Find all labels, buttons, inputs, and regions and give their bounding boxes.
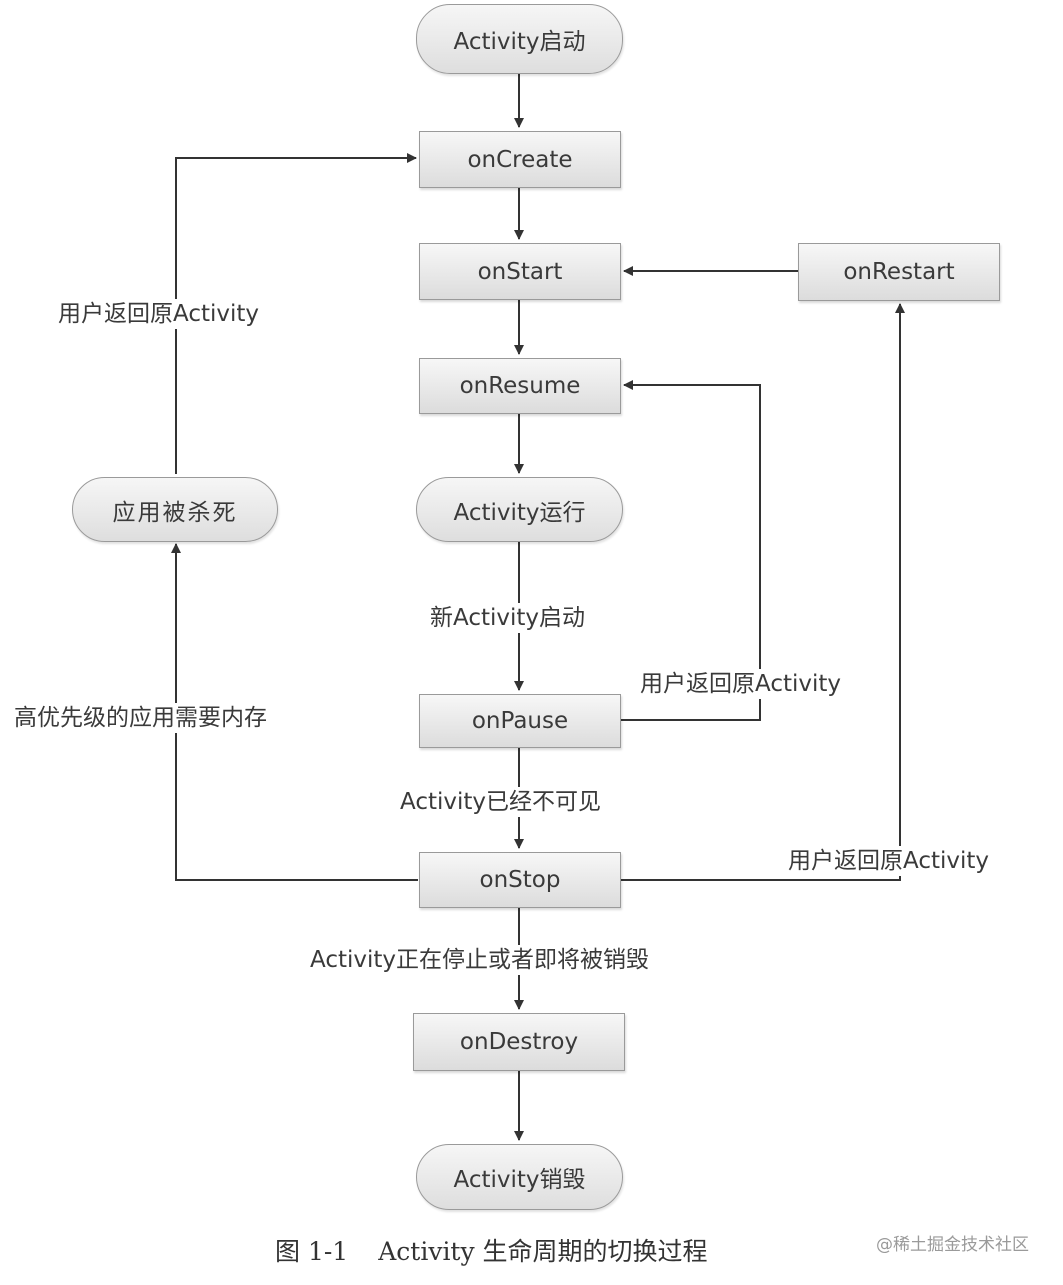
- figure-caption: 图 1-1 Activity 生命周期的切换过程: [275, 1232, 708, 1268]
- activity-start-node: Activity启动: [416, 4, 623, 74]
- label-stopping-or-destroying: Activity正在停止或者即将被销毁: [310, 945, 650, 975]
- on-restart-node: onRestart: [798, 243, 1000, 301]
- app-killed-node: 应用被杀死: [72, 477, 278, 542]
- arrow-stop-to-killed: [171, 543, 418, 881]
- figure-title: Activity 生命周期的切换过程: [378, 1237, 708, 1266]
- label-user-back-restart: 用户返回原Activity: [788, 846, 990, 876]
- on-pause-node: onPause: [419, 694, 621, 748]
- on-start-node: onStart: [419, 243, 621, 300]
- activity-destroyed-node: Activity销毁: [416, 1144, 623, 1210]
- figure-number: 图 1-1: [275, 1237, 349, 1266]
- arrow-stop-to-restart: [621, 303, 905, 881]
- label-new-activity-start: 新Activity启动: [430, 603, 586, 633]
- arrow-killed-to-create: [175, 153, 417, 474]
- label-activity-invisible: Activity已经不可见: [400, 787, 602, 817]
- on-create-node: onCreate: [419, 131, 621, 188]
- on-resume-node: onResume: [419, 358, 621, 414]
- on-stop-node: onStop: [419, 852, 621, 908]
- label-user-back-create: 用户返回原Activity: [58, 299, 260, 329]
- arrow-pause-to-resume: [621, 380, 761, 721]
- watermark: @稀土掘金技术社区: [876, 1235, 1029, 1255]
- label-high-priority-app: 高优先级的应用需要内存: [14, 703, 267, 733]
- activity-running-node: Activity运行: [416, 477, 623, 542]
- label-user-back-resume: 用户返回原Activity: [640, 669, 842, 699]
- on-destroy-node: onDestroy: [413, 1013, 625, 1071]
